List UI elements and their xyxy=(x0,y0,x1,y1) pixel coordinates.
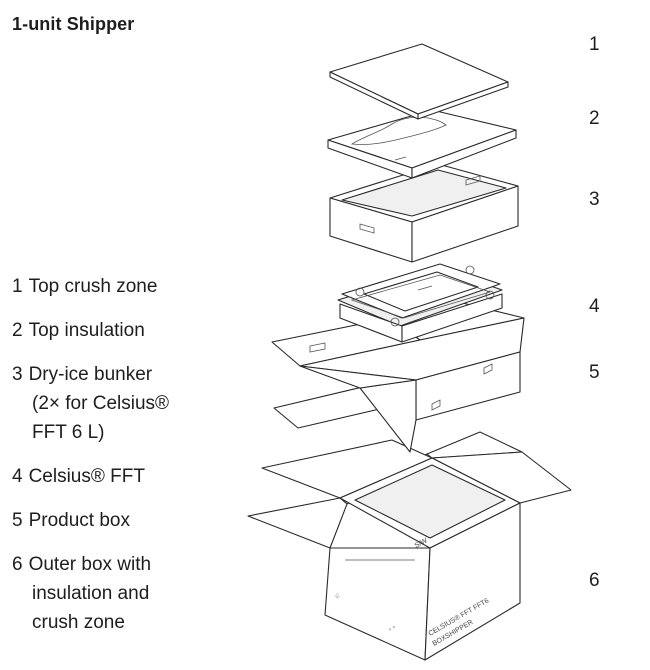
top-crush-zone xyxy=(329,43,509,120)
legend-text: FFT 6 L) xyxy=(32,422,105,443)
legend-text: Product box xyxy=(28,510,130,531)
legend-number: 6 xyxy=(12,554,23,575)
legend-text: Celsius® FFT xyxy=(28,466,145,487)
callout-4: 4 xyxy=(589,296,600,317)
top-insulation xyxy=(327,109,517,179)
callout-1: 1 xyxy=(589,34,600,55)
legend-number: 1 xyxy=(12,276,23,297)
legend-text: crush zone xyxy=(32,612,125,633)
legend-number: 4 xyxy=(12,466,23,487)
legend-text: Top insulation xyxy=(28,320,145,341)
svg-text:▫ ▫: ▫ ▫ xyxy=(388,624,397,634)
legend-text: (2× for Celsius® xyxy=(32,393,170,414)
callout-2: 2 xyxy=(589,108,600,129)
legend-number: 5 xyxy=(12,510,23,531)
diagram-title: 1-unit Shipper xyxy=(12,14,135,34)
legend-text: Top crush zone xyxy=(28,276,158,297)
svg-text:♧: ♧ xyxy=(334,592,340,600)
callout-6: 6 xyxy=(589,570,600,591)
legend-number: 2 xyxy=(12,320,23,341)
outer-box: S/W CELSIUS® FFT FFT6 BOXSHIPPER ▫ ▫ ♧ xyxy=(247,431,572,661)
legend-text: Outer box with xyxy=(28,554,152,575)
celsius-fft-tray xyxy=(337,263,503,343)
legend-number: 3 xyxy=(12,364,23,385)
callout-3: 3 xyxy=(589,189,600,210)
dry-ice-bunker xyxy=(329,163,519,263)
legend-text: insulation and xyxy=(32,583,150,604)
legend-text: Dry-ice bunker xyxy=(28,364,153,385)
callout-5: 5 xyxy=(589,362,600,383)
